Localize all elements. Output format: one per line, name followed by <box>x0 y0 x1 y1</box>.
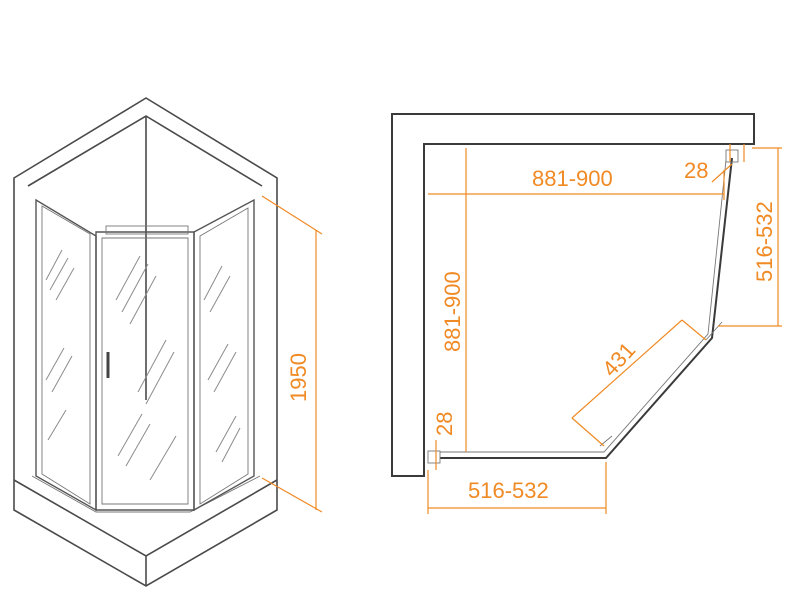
right-side-label: 516-532 <box>752 201 777 282</box>
glass-reflection-streaks <box>45 249 241 481</box>
plan-walls <box>391 113 755 477</box>
height-dimension: 1950 <box>261 195 323 513</box>
top-profile-dimension: 28 <box>684 144 745 183</box>
top-width-label: 881-900 <box>532 166 613 191</box>
left-profile-label: 28 <box>432 412 457 436</box>
diagonal-dimension: 431 <box>571 319 707 447</box>
left-depth-label: 881-900 <box>440 271 465 352</box>
iso-tray-inner <box>31 475 261 513</box>
bottom-side-label: 516-532 <box>468 478 549 503</box>
iso-left-panel <box>35 198 97 512</box>
plan-view: 881-900 28 516-532 881-900 28 <box>391 113 782 514</box>
left-depth-dimension: 881-900 <box>440 148 467 452</box>
bottom-side-dimension: 516-532 <box>427 462 607 514</box>
top-width-dimension: 881-900 <box>428 166 725 200</box>
iso-wall-outline <box>13 97 278 587</box>
top-profile <box>725 149 739 163</box>
left-profile <box>427 450 441 464</box>
top-profile-label: 28 <box>684 158 708 183</box>
iso-wall-inner <box>27 115 263 187</box>
right-side-dimension: 516-532 <box>718 147 782 327</box>
left-profile-dimension: 28 <box>432 412 457 470</box>
isometric-view: 1950 <box>13 97 323 587</box>
iso-right-panel <box>193 198 255 512</box>
plan-panels <box>440 157 733 459</box>
height-label: 1950 <box>286 353 311 402</box>
diagonal-label: 431 <box>597 337 640 381</box>
iso-tray <box>13 479 278 586</box>
